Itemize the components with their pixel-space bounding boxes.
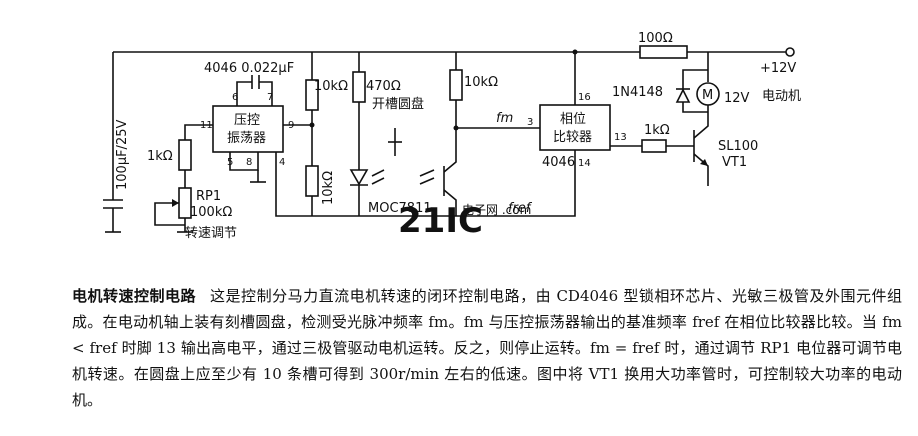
label-rp1-value: 100kΩ [190, 205, 232, 220]
label-fm: fm [496, 111, 513, 126]
label-transistor-2: VT1 [722, 155, 747, 170]
resistor-470 [352, 52, 366, 170]
pin-3: 3 [527, 117, 533, 128]
resistor-10k-a [283, 52, 319, 166]
label-opto: MOC7811 [368, 201, 432, 216]
description-heading: 电机转速控制电路 [72, 287, 197, 305]
label-vco-chip: 4046 0.022μF [204, 61, 294, 76]
label-resistor-10k-a: 10kΩ [314, 79, 348, 94]
watermark: 21IC 电子网 .com [398, 201, 531, 241]
supply-rail [113, 47, 795, 57]
label-resistor-1k-right: 1kΩ [644, 123, 670, 138]
label-rp1: RP1 [196, 189, 221, 204]
watermark-sub: 电子网 .com [462, 203, 531, 217]
label-motor-voltage: 12V [724, 91, 750, 106]
label-motor-symbol: M [702, 88, 713, 103]
label-vco-line2: 振荡器 [227, 131, 266, 146]
pin-8: 8 [246, 157, 252, 168]
resistor-1k-left [178, 139, 192, 171]
label-pd-chip: 4046 [542, 155, 575, 170]
diode-1n4148 [675, 88, 691, 103]
label-resistor-1k-left: 1kΩ [147, 149, 173, 164]
pin-6: 6 [232, 92, 238, 103]
capacitor-timing [236, 75, 273, 106]
label-resistor-100: 100Ω [638, 31, 673, 46]
circuit-description: 电机转速控制电路这是控制分马力直流电机转速的闭环控制电路，由 CD4046 型锁… [72, 283, 902, 413]
label-pd-line2: 比较器 [553, 130, 592, 145]
description-body: 这是控制分马力直流电机转速的闭环控制电路，由 CD4046 型锁相环芯片、光敏三… [72, 287, 902, 409]
label-resistor-470: 470Ω [366, 79, 401, 94]
label-diode: 1N4148 [612, 85, 663, 100]
vcc-terminal [785, 47, 795, 57]
watermark-text: 21IC [398, 201, 483, 241]
pin-7: 7 [267, 92, 273, 103]
pin-16: 16 [578, 92, 591, 103]
resistor-1k-right [610, 139, 694, 153]
resistor-10k-c [305, 165, 319, 216]
capacitor-100uf [103, 52, 123, 233]
pin-13: 13 [614, 132, 627, 143]
circuit-diagram: 21IC 电子网 .com 100Ω +12V 100μF/25V 1kΩ RP… [103, 31, 801, 241]
led-emitter [349, 169, 385, 216]
motor-branch [675, 52, 720, 113]
pin-14: 14 [578, 158, 591, 169]
label-vco-line1: 压控 [234, 113, 260, 128]
label-rp1-function: 转速调节 [185, 226, 237, 241]
rp1-network [154, 124, 213, 233]
label-capacitor: 100μF/25V [115, 120, 130, 190]
vco-block [212, 105, 284, 153]
resistor-10k-b [449, 69, 540, 131]
pin-4: 4 [279, 157, 285, 168]
label-vcc: +12V [760, 61, 796, 76]
label-slotted-disc: 开槽圆盘 [372, 96, 424, 112]
label-resistor-10k-c: 10kΩ [321, 171, 336, 205]
label-fref: fref [508, 201, 533, 216]
label-motor: 电动机 [762, 89, 801, 104]
phase-comparator-block [539, 104, 611, 151]
label-pd-line1: 相位 [560, 112, 586, 127]
pin-11: 11 [200, 120, 213, 131]
slotted-disc [388, 128, 402, 156]
transistor-vt1 [693, 112, 709, 186]
resistor-100 [639, 45, 688, 59]
label-transistor-1: SL100 [718, 139, 758, 154]
label-resistor-10k-b: 10kΩ [464, 75, 498, 90]
